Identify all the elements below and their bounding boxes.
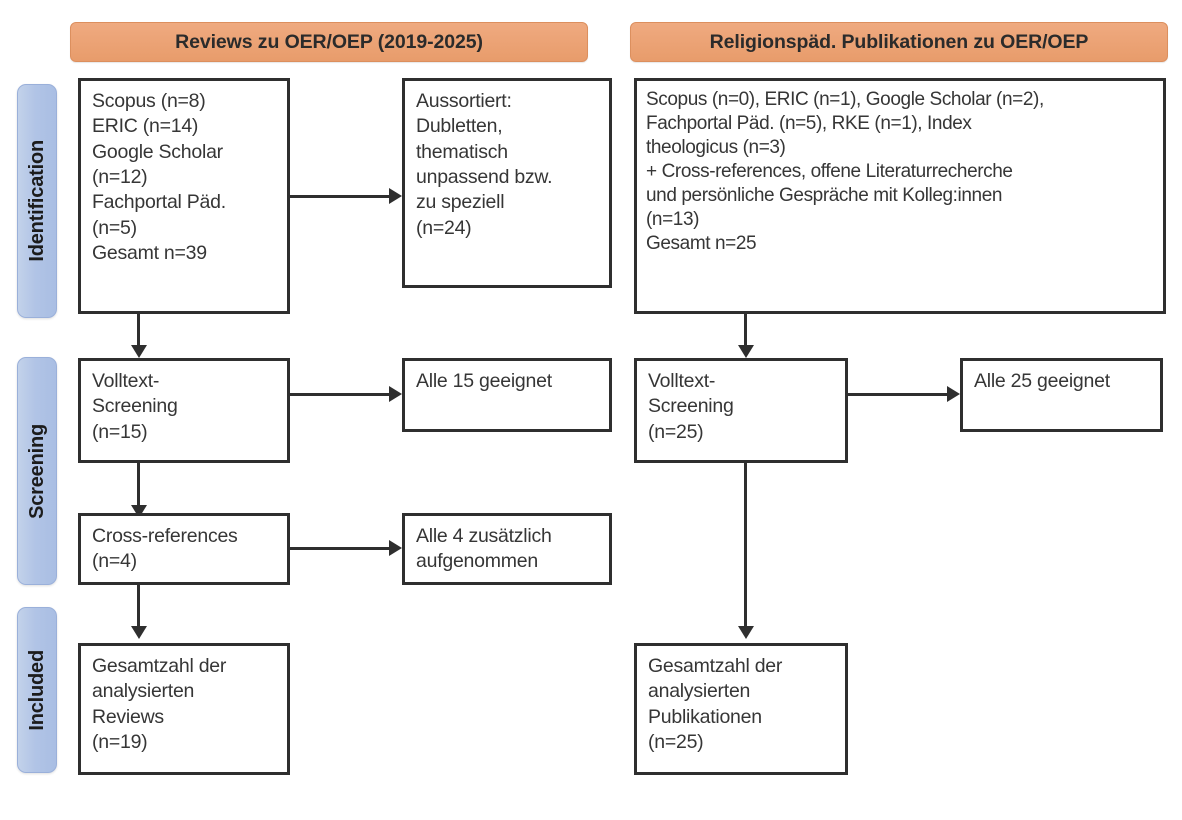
connector-right-screening-to-included [744, 463, 747, 630]
box-left-included: Gesamtzahl der analysierten Reviews (n=1… [78, 643, 290, 775]
connector-right-screening-to-result [848, 393, 948, 396]
box-right-screening: Volltext- Screening (n=25) [634, 358, 848, 463]
arrowhead-left-crossrefs-to-result [389, 540, 402, 556]
arrowhead-left-sources-to-excluded [389, 188, 402, 204]
box-left-screening-result: Alle 15 geeignet [402, 358, 612, 432]
connector-left-sources-to-screening [137, 314, 140, 347]
stage-pill-included: Included [17, 607, 57, 773]
connector-left-crossrefs-to-included [137, 585, 140, 630]
column-header-left: Reviews zu OER/OEP (2019-2025) [70, 22, 588, 62]
arrowhead-left-screening-to-result [389, 386, 402, 402]
box-right-included: Gesamtzahl der analysierten Publikatione… [634, 643, 848, 775]
box-left-identification-sources: Scopus (n=8) ERIC (n=14) Google Scholar … [78, 78, 290, 314]
box-left-crossrefs: Cross-references (n=4) [78, 513, 290, 585]
stage-label-included: Included [25, 649, 48, 731]
arrowhead-left-sources-to-screening [131, 345, 147, 358]
box-right-identification-sources: Scopus (n=0), ERIC (n=1), Google Scholar… [634, 78, 1166, 314]
stage-pill-screening: Screening [17, 357, 57, 585]
connector-left-sources-to-excluded [290, 195, 390, 198]
connector-left-screening-to-result [290, 393, 390, 396]
connector-left-screening-to-crossrefs [137, 463, 140, 509]
stage-label-screening: Screening [25, 423, 48, 519]
box-left-excluded: Aussortiert: Dubletten, thematisch unpas… [402, 78, 612, 288]
arrowhead-right-sources-to-screening [738, 345, 754, 358]
column-header-right: Religionspäd. Publikationen zu OER/OEP [630, 22, 1168, 62]
box-right-screening-result: Alle 25 geeignet [960, 358, 1163, 432]
arrowhead-left-crossrefs-to-included [131, 626, 147, 639]
stage-pill-identification: Identification [17, 84, 57, 318]
box-left-screening: Volltext- Screening (n=15) [78, 358, 290, 463]
stage-label-identification: Identification [25, 140, 48, 262]
connector-right-sources-to-screening [744, 314, 747, 347]
connector-left-crossrefs-to-result [290, 547, 390, 550]
box-left-crossrefs-result: Alle 4 zusätzlich aufgenommen [402, 513, 612, 585]
arrowhead-right-screening-to-included [738, 626, 754, 639]
arrowhead-right-screening-to-result [947, 386, 960, 402]
